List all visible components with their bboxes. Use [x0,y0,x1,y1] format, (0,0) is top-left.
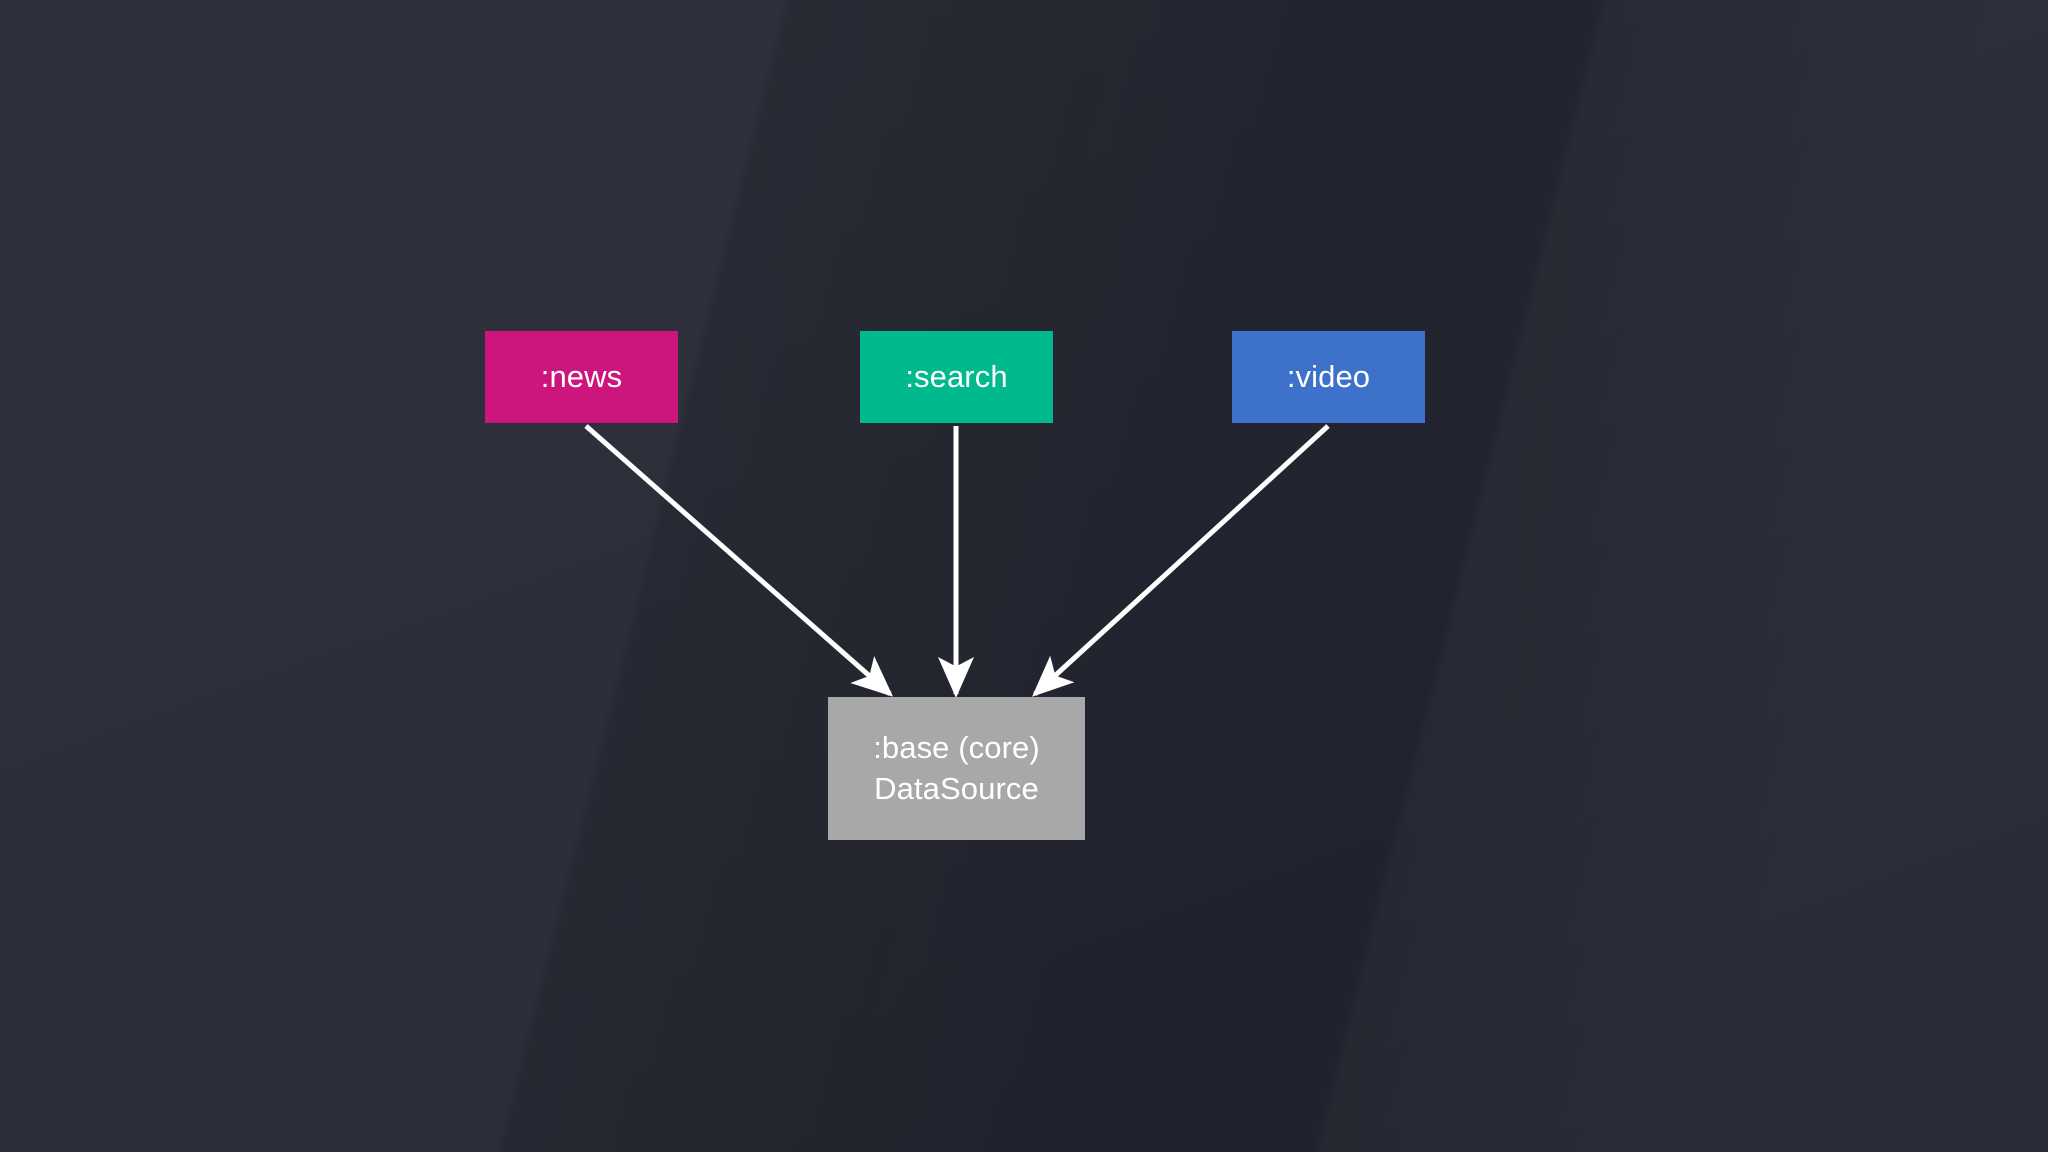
node-search[interactable]: :search [860,331,1053,423]
node-news[interactable]: :news [485,331,678,423]
edge-news-to-base [584,424,894,697]
node-news-label: :news [540,358,623,394]
edge-video-to-base [1032,424,1330,697]
node-base-core[interactable]: :base (core) DataSource [828,697,1085,840]
node-base-label-line2: DataSource [874,770,1039,806]
node-search-label: :search [905,358,1008,394]
node-video-label: :video [1286,358,1371,394]
node-video[interactable]: :video [1232,331,1425,423]
node-base-label-line1: :base (core) [873,729,1040,765]
